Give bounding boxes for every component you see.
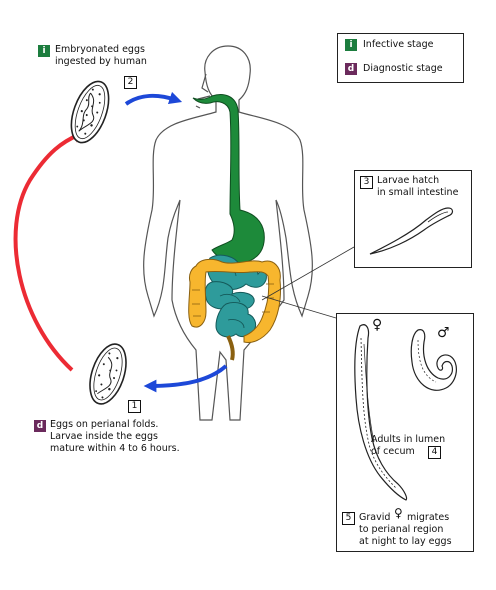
stage-2-line-1: Embryonated eggs (55, 44, 145, 55)
stage-3-line-1: Larvae hatch (377, 175, 440, 186)
legend-infective-badge: i (345, 39, 357, 51)
stage-1-line-2: Larvae inside the eggs (50, 431, 158, 442)
stage-2-line-2: ingested by human (55, 56, 147, 67)
stage-1-line-3: mature within 4 to 6 hours. (50, 443, 180, 454)
stage-1-number: 1 (128, 400, 141, 413)
stage-2-number: 2 (124, 76, 137, 89)
esophagus-stomach (192, 94, 265, 264)
stage-4-line-2: of cecum (371, 446, 415, 457)
pointer-to-larvae-box (261, 246, 355, 301)
stage-4-number: 4 (428, 446, 441, 459)
female-worm-icon (354, 324, 408, 501)
stage-5-line-1a: Gravid (359, 512, 391, 523)
arrow-egg-to-mouth (124, 91, 183, 106)
rectum (226, 335, 235, 361)
perianal-egg-icon (89, 343, 127, 405)
pointer-to-adults-box (261, 295, 337, 319)
stage-5-line-3: at night to lay eggs (359, 536, 452, 547)
stage-5-female-symbol: ♀ (394, 506, 403, 520)
legend-box (337, 33, 464, 83)
legend-diagnostic-label: Diagnostic stage (363, 63, 443, 74)
stage-2-infective-badge: i (38, 45, 50, 57)
stage-1-diagnostic-badge: d (34, 420, 46, 432)
stage-1-line-1: Eggs on perianal folds. (50, 419, 159, 430)
stage-5-line-2: to perianal region (359, 524, 444, 535)
legend-diagnostic-badge: d (345, 63, 357, 75)
male-worm-icon (410, 329, 457, 391)
female-symbol: ♀ (372, 317, 383, 333)
larva-icon (369, 207, 454, 255)
colon (188, 258, 281, 343)
stage-5-number: 5 (342, 512, 355, 525)
stage-5-line-1b: migrates (407, 512, 450, 523)
stage-4-line-1: Adults in lumen (371, 434, 446, 445)
stage-3-number: 3 (360, 176, 373, 189)
arrow-perianal-to-egg (143, 364, 228, 393)
embryonated-egg-icon (70, 80, 110, 144)
legend-infective-label: Infective stage (363, 39, 434, 50)
stage-3-line-2: in small intestine (377, 187, 459, 198)
male-symbol: ♂ (437, 325, 450, 341)
arrow-egg-return-cycle (13, 130, 86, 372)
